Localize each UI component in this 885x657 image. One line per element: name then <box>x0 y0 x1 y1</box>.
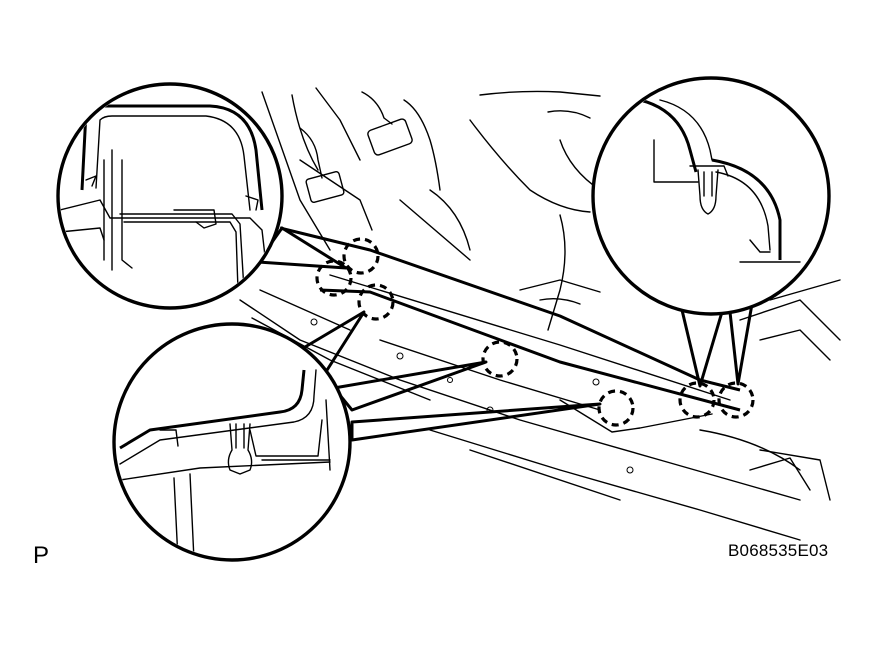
detail-view-front-clip <box>56 82 284 310</box>
illustration-reference-code: B068535E03 <box>728 541 829 560</box>
detail-view-rear-clip <box>591 76 831 316</box>
detail-view-center-clip <box>112 322 352 562</box>
view-letter-label: P <box>33 542 50 569</box>
clip-location-markers <box>315 237 755 427</box>
